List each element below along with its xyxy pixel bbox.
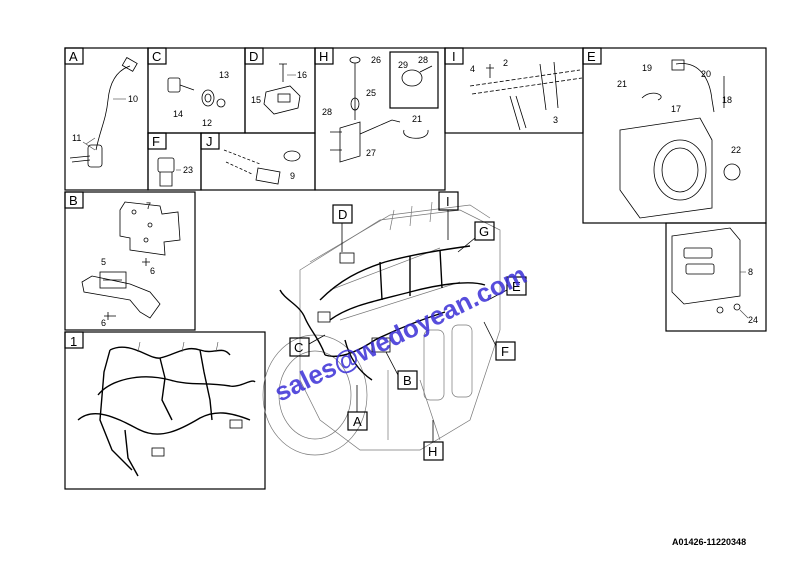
panel-a: A 10 11 [64, 47, 149, 191]
engine-assembly-view [262, 201, 501, 456]
part-number-22: 22 [731, 145, 741, 155]
callout-d-label: D [338, 207, 347, 222]
level-sensor-drawing [330, 56, 433, 163]
callout-h-label: H [428, 444, 437, 459]
bracket-drawing [81, 201, 181, 320]
part-number-27: 27 [366, 148, 376, 158]
callout-c: C [289, 334, 326, 357]
callout-h: H [423, 420, 444, 461]
temperature-sensor-drawing [167, 77, 226, 108]
part-number-21: 21 [412, 114, 422, 124]
panel-1: 1 [64, 331, 266, 490]
part-number-18: 18 [722, 95, 732, 105]
sensor-clip-drawing [223, 149, 301, 185]
part-number-23: 23 [183, 165, 193, 175]
part-number-8: 8 [748, 267, 753, 277]
panel-i-label: I [452, 49, 456, 64]
callout-g: G [457, 221, 495, 253]
watermark-text: sales@wedoyean.com [269, 259, 531, 407]
callout-i-label: I [446, 194, 450, 209]
callout-b: B [385, 351, 418, 390]
part-number-16: 16 [297, 70, 307, 80]
part-number-21-e: 21 [617, 79, 627, 89]
panel-e: E 19 20 21 18 17 22 [582, 47, 767, 224]
panel-a-label: A [69, 49, 78, 64]
part-number-2: 2 [503, 58, 508, 68]
part-number-13: 13 [219, 70, 229, 80]
part-number-12: 12 [202, 118, 212, 128]
panel-f-label: F [152, 134, 160, 149]
panel-i: I 4 2 3 [444, 47, 584, 134]
part-number-24: 24 [748, 315, 758, 325]
part-number-4: 4 [470, 64, 475, 74]
part-number-26: 26 [371, 55, 381, 65]
callout-a: A [347, 385, 368, 431]
part-number-19: 19 [642, 63, 652, 73]
panel-b: B 7 5 6 6 [64, 191, 196, 331]
panel-f: F 23 [147, 132, 202, 191]
callout-e: E [487, 276, 527, 301]
panel-j-label: J [206, 134, 213, 149]
cable-tie-drawing [469, 61, 583, 131]
panel-b-label: B [69, 193, 78, 208]
part-number-25: 25 [366, 88, 376, 98]
part-number-7: 7 [146, 201, 151, 211]
callout-c-label: C [294, 340, 303, 355]
panel-e-label: E [587, 49, 596, 64]
callout-d: D [332, 204, 353, 252]
callout-b-label: B [403, 373, 412, 388]
switch-drawing [157, 157, 181, 187]
panel-d-label: D [249, 49, 258, 64]
part-number-9: 9 [290, 171, 295, 181]
callout-g-label: G [479, 224, 489, 239]
part-number-3: 3 [553, 115, 558, 125]
timing-cover-drawing [619, 59, 741, 219]
callout-f: F [483, 321, 516, 361]
callout-e-label: E [512, 279, 521, 294]
part-number-6-lower: 6 [101, 318, 106, 328]
panel-j: J 9 [200, 132, 316, 191]
panel-h: H 26 25 29 28 28 21 27 [314, 47, 446, 191]
part-number-29: 29 [398, 60, 408, 70]
panel-c-label: C [152, 49, 161, 64]
part-number-28-detail: 28 [418, 55, 428, 65]
part-number-17: 17 [671, 104, 681, 114]
panel-g: 8 24 [665, 222, 767, 332]
part-number-20: 20 [701, 69, 711, 79]
panel-c: C 13 14 12 [147, 47, 246, 134]
part-number-28: 28 [322, 107, 332, 117]
part-number-10: 10 [128, 94, 138, 104]
callout-a-label: A [353, 414, 362, 429]
panel-1-label: 1 [70, 334, 77, 349]
part-number-11: 11 [72, 133, 81, 143]
ecu-drawing [671, 227, 749, 319]
wiring-harness-overview [77, 341, 256, 477]
panel-d: D 16 15 [244, 47, 316, 134]
part-number-15: 15 [251, 95, 261, 105]
callout-f-label: F [501, 344, 509, 359]
reference-code: A01426-11220348 [672, 537, 746, 547]
callout-i: I [438, 191, 459, 240]
part-number-14: 14 [173, 109, 183, 119]
panel-h-label: H [319, 49, 328, 64]
speed-sensor-drawing [69, 56, 138, 168]
part-number-6-upper: 6 [150, 266, 155, 276]
part-number-5: 5 [101, 257, 106, 267]
pressure-sensor-drawing [263, 63, 301, 115]
